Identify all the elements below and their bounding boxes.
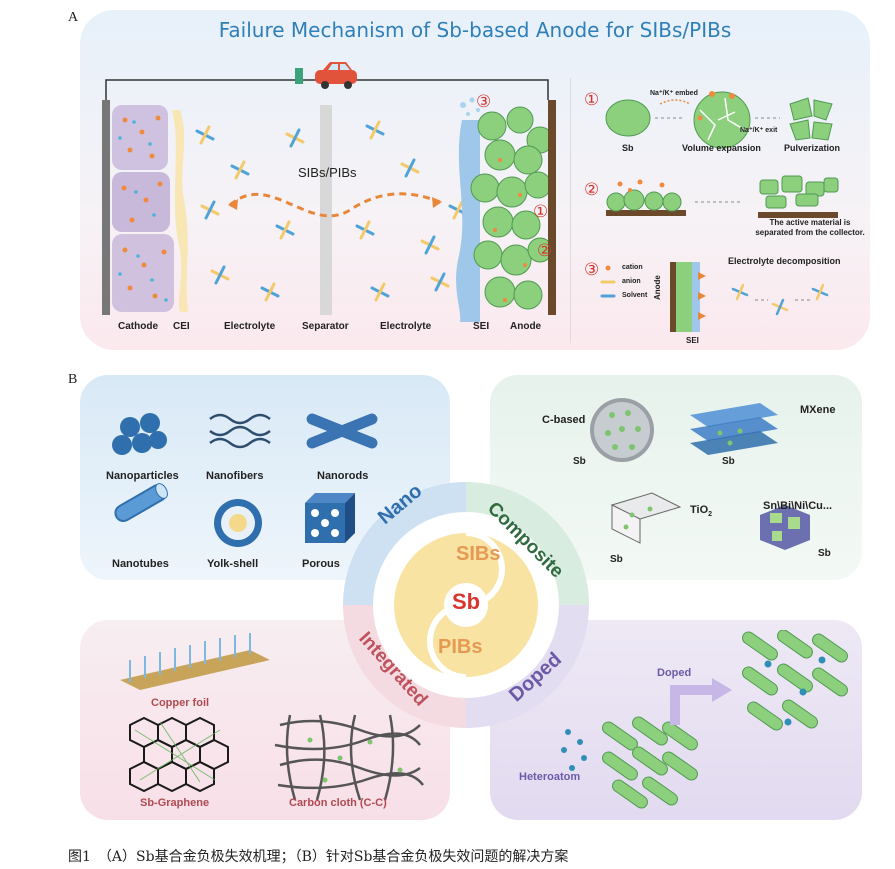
nano-icons bbox=[112, 413, 378, 547]
cathode-collector bbox=[102, 100, 110, 315]
yolk-shell-label: Yolk-shell bbox=[207, 558, 259, 570]
center-label: SIBs/PIBs bbox=[298, 165, 357, 180]
cation-legend-icon bbox=[605, 265, 611, 271]
mech3-anion: anion bbox=[622, 278, 641, 285]
panel-a-divider bbox=[570, 78, 571, 343]
sei-layer bbox=[456, 120, 480, 322]
mech2-illustration bbox=[606, 175, 839, 218]
alloy-icon bbox=[760, 505, 810, 550]
cathode-material bbox=[112, 105, 174, 312]
label-anode: Anode bbox=[510, 321, 542, 332]
nanorods-label: Nanorods bbox=[317, 470, 369, 482]
label-separator: Separator bbox=[302, 321, 349, 332]
mech1-sb-label: Sb bbox=[622, 143, 634, 153]
mech3-cation: cation bbox=[622, 264, 643, 271]
nanofibers-icon bbox=[209, 413, 271, 449]
composite-icons bbox=[590, 398, 810, 550]
mech3-solvent: Solvent bbox=[622, 292, 648, 299]
tio2-label: TiO2 bbox=[690, 504, 713, 519]
figure-caption: 图1 （A）Sb基合金负极失效机理；（B）针对Sb基合金负极失效问题的解决方案 bbox=[68, 849, 569, 865]
center-pibs: PIBs bbox=[438, 636, 483, 658]
pulverized-particle bbox=[789, 97, 833, 141]
mech3-number: ③ bbox=[584, 260, 600, 280]
nanotubes-icon bbox=[114, 483, 168, 522]
composite-sb3: Sb bbox=[610, 554, 623, 565]
mech2-text: The active material is separated from th… bbox=[755, 218, 865, 237]
anode-particles bbox=[470, 106, 554, 310]
porous-icon bbox=[305, 493, 355, 543]
mech1-pulverization-label: Pulverization bbox=[784, 143, 841, 153]
alloy-label: Sn\Bi\Ni\Cu... bbox=[763, 500, 833, 512]
heteroatom-dots bbox=[561, 729, 587, 771]
mxene-icon bbox=[690, 403, 778, 455]
center-sibs: SIBs bbox=[456, 543, 501, 565]
anode-collector bbox=[548, 100, 556, 315]
charger-icon bbox=[295, 68, 303, 84]
separator-bar bbox=[320, 105, 332, 315]
mech1-exit-label: Na⁺/K⁺ exit bbox=[740, 127, 778, 134]
battery-schematic bbox=[102, 62, 556, 322]
doped-arrow bbox=[670, 678, 732, 725]
nanoparticles-icon bbox=[112, 413, 167, 455]
sb-graphene-label: Sb-Graphene bbox=[140, 797, 210, 809]
nanoparticles-label: Nanoparticles bbox=[106, 470, 179, 482]
panel-a-letter: A bbox=[68, 10, 79, 25]
center-sb: Sb bbox=[452, 589, 481, 614]
mech1-illustration bbox=[605, 91, 833, 149]
mech3-anode: Anode bbox=[653, 275, 662, 300]
composite-sb4: Sb bbox=[818, 548, 831, 559]
panel-b-letter: B bbox=[68, 372, 78, 387]
doped-lattice bbox=[742, 630, 848, 731]
cei-layer bbox=[172, 110, 188, 312]
mech3-illustration bbox=[600, 262, 829, 332]
sb-particle bbox=[605, 99, 651, 137]
composite-sb2: Sb bbox=[722, 456, 735, 467]
mech1-embed-label: Na⁺/K⁺ embed bbox=[650, 90, 698, 97]
c-based-label: C-based bbox=[542, 414, 586, 426]
marker-two-left: ② bbox=[537, 241, 553, 261]
sb-graphene-icon bbox=[129, 716, 229, 793]
c-based-icon bbox=[590, 398, 654, 462]
label-sei: SEI bbox=[473, 321, 490, 332]
composite-sb1: Sb bbox=[573, 456, 586, 467]
label-cathode: Cathode bbox=[118, 321, 158, 332]
doped-arrow-label: Doped bbox=[657, 667, 692, 679]
carbon-cloth-label: Carbon cloth (C-C) bbox=[289, 797, 387, 809]
mech1-number: ① bbox=[584, 90, 600, 110]
solvent-molecules bbox=[195, 120, 468, 302]
copper-foil-icon bbox=[120, 633, 270, 690]
expanded-particle bbox=[693, 91, 751, 149]
nanotubes-label: Nanotubes bbox=[112, 558, 169, 570]
label-electrolyte-right: Electrolyte bbox=[380, 321, 432, 332]
label-electrolyte-left: Electrolyte bbox=[224, 321, 276, 332]
ion-path-arrow bbox=[229, 192, 441, 218]
porous-label: Porous bbox=[302, 558, 340, 570]
mech1-volume-label: Volume expansion bbox=[682, 143, 761, 153]
label-cei: CEI bbox=[173, 321, 190, 332]
mech3-decomp: Electrolyte decomposition bbox=[728, 256, 841, 266]
marker-one-left: ① bbox=[533, 202, 549, 222]
mech3-sei: SEI bbox=[686, 336, 699, 345]
carbon-cloth-icon bbox=[274, 714, 424, 801]
mech2-number: ② bbox=[584, 180, 600, 200]
doped-icons bbox=[561, 630, 848, 809]
heteroatom-label: Heteroatom bbox=[519, 771, 581, 783]
copper-foil-label: Copper foil bbox=[151, 697, 210, 709]
yolk-shell-icon bbox=[214, 499, 262, 547]
nanofibers-label: Nanofibers bbox=[206, 470, 264, 482]
sb-core bbox=[444, 583, 488, 627]
nanorods-icon bbox=[306, 413, 378, 449]
marker-three-left: ③ bbox=[476, 92, 492, 112]
center-hub bbox=[343, 482, 589, 728]
car-icon bbox=[315, 62, 357, 89]
undoped-lattice bbox=[602, 716, 698, 809]
integrated-icons bbox=[120, 633, 424, 801]
mxene-label: MXene bbox=[800, 404, 836, 416]
panel-a-title: Failure Mechanism of Sb-based Anode for … bbox=[218, 18, 732, 42]
gas-bubbles bbox=[460, 97, 480, 116]
tio2-icon bbox=[610, 492, 682, 544]
